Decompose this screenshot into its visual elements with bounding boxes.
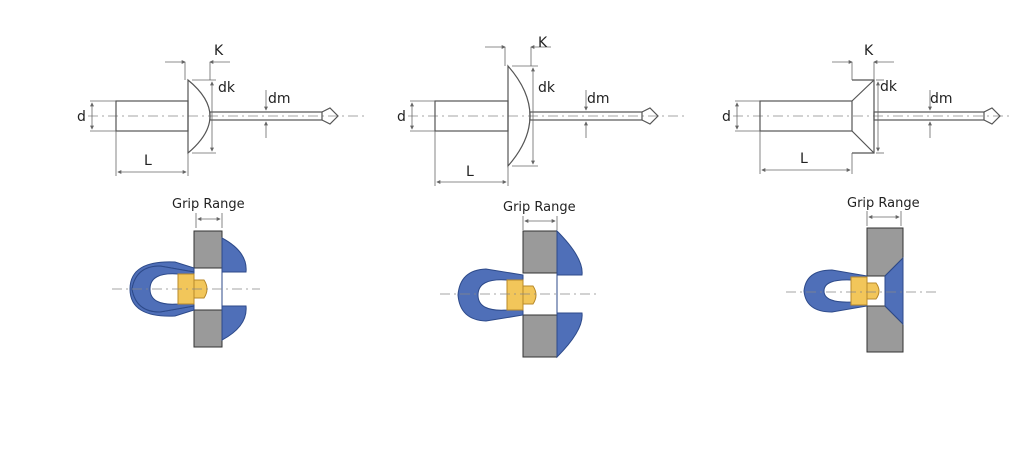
countersunk-rivet-drawing: [733, 60, 1010, 174]
label-d-3: d: [722, 109, 731, 125]
countersunk-installed-section: [786, 227, 936, 353]
label-dk: dk: [218, 80, 236, 96]
mandrel-head: [506, 279, 524, 311]
panel-dome-head: K dk dm d L Grip Range: [77, 43, 365, 348]
label-d: d: [77, 109, 86, 125]
dome-rivet-drawing: [88, 60, 365, 176]
label-dm-3: dm: [930, 91, 953, 107]
dome-installed-section: [112, 230, 260, 348]
grip-range-label: Grip Range: [172, 197, 245, 212]
label-dm-2: dm: [587, 91, 610, 107]
grip-range-label-2: Grip Range: [503, 200, 576, 215]
label-l-3: L: [800, 151, 808, 167]
grip-range-label-3: Grip Range: [847, 196, 920, 211]
plate-upper: [193, 230, 223, 269]
mandrel-head: [850, 276, 868, 306]
plate-upper: [522, 230, 558, 274]
label-k-2: K: [538, 35, 548, 51]
plate-lower: [522, 314, 558, 358]
plate-lower: [193, 309, 223, 348]
label-l-2: L: [466, 164, 474, 180]
rivet-head: [556, 229, 583, 359]
label-dm: dm: [268, 91, 291, 107]
rivet-head: [884, 256, 904, 326]
label-dk-3: dk: [880, 79, 898, 95]
large-flange-installed-section: [440, 229, 596, 359]
label-k-3: K: [864, 43, 874, 59]
label-d-2: d: [397, 109, 406, 125]
panel-large-flange: K dk dm d L Grip Range: [397, 35, 685, 359]
large-flange-rivet-drawing: [408, 45, 685, 186]
label-k: K: [214, 43, 224, 59]
rivet-head: [221, 237, 247, 341]
plate-lower: [866, 305, 904, 353]
label-dk-2: dk: [538, 80, 556, 96]
label-l: L: [144, 153, 152, 169]
panel-countersunk: K dk dm d L Grip Range: [722, 43, 1010, 353]
